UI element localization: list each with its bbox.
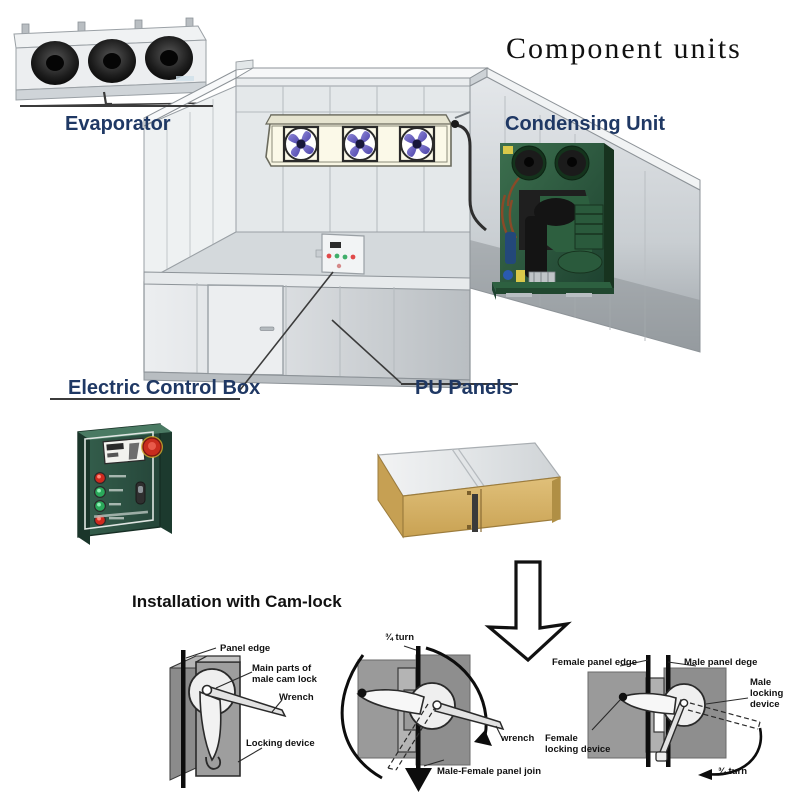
camlock-right-female-locking-label-line1: Female xyxy=(545,733,578,744)
camlock-diagram-right xyxy=(587,655,763,780)
refrigerant-piping xyxy=(454,123,487,232)
camlock-right-female-locking-label-line2: locking device xyxy=(545,744,611,755)
evaporator-label-underline xyxy=(20,105,213,107)
camlock-left-locking-device-label: Locking device xyxy=(246,738,315,749)
pu-panels-label: PU Panels xyxy=(415,377,513,399)
evaporator-unit-image xyxy=(13,17,207,106)
cold-room-illustration xyxy=(143,59,701,389)
condensing-unit-label: Condensing Unit xyxy=(505,113,665,135)
pu-panel-image xyxy=(376,442,562,539)
camlock-middle-turn-label: ¾ turn xyxy=(385,632,415,643)
page-title: Component units xyxy=(506,32,742,65)
camlock-middle-join-label: Male-Female panel join xyxy=(437,766,541,777)
camlock-right-turn-label: ¾ turn xyxy=(718,766,748,777)
indoor-evaporator xyxy=(264,114,453,167)
camlock-right-male-panel-edge-label: Male panel dege xyxy=(684,657,758,668)
camlock-left-wrench-label: Wrench xyxy=(279,692,314,703)
down-arrow-icon xyxy=(484,560,572,663)
leader-lines-middle xyxy=(239,271,402,391)
camlock-diagram-middle xyxy=(340,645,505,792)
electric-control-box-underline xyxy=(50,398,240,400)
camlock-right-female-panel-edge-label: Female panel edge xyxy=(552,657,638,668)
installation-heading: Installation with Cam-lock xyxy=(132,592,342,611)
camlock-right-male-locking-label-line1: Male xyxy=(750,677,772,688)
wall-control-panel xyxy=(315,233,365,275)
camlock-left-main-parts-label-line2: male cam lock xyxy=(252,674,317,685)
camlock-right-male-locking-label-line2: locking xyxy=(750,688,784,699)
camlock-left-main-parts-label-line1: Main parts of xyxy=(252,663,312,674)
camlock-middle-wrench-label: wrench xyxy=(501,733,535,744)
electric-control-box-label: Electric Control Box xyxy=(68,377,261,399)
condensing-unit-image xyxy=(492,143,614,300)
camlock-diagram-left xyxy=(169,647,287,788)
camlock-right-male-locking-label-line3: device xyxy=(750,699,780,710)
camlock-left-panel-edge-label: Panel edge xyxy=(220,643,271,654)
electric-control-box-image xyxy=(77,423,172,545)
pu-panels-underline xyxy=(401,383,518,385)
evaporator-label: Evaporator xyxy=(65,113,171,135)
